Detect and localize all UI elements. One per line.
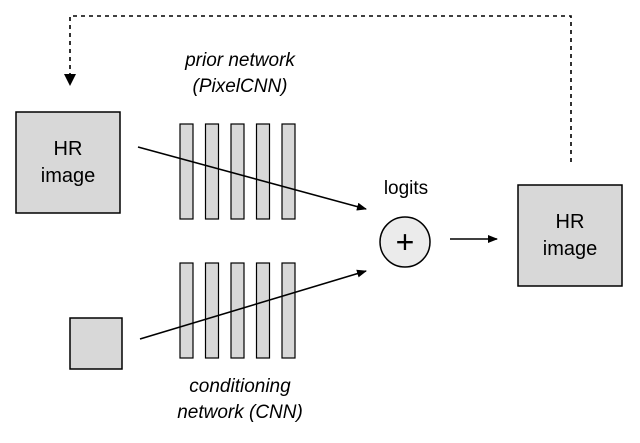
logits-label: logits [384,178,428,199]
input-hr-image-box [15,111,121,214]
feedback-loop-line [69,15,572,162]
prior-network-layer-2 [204,123,220,220]
prior-network-layer-1 [179,123,194,220]
output-hr-image-box [517,184,623,287]
prior-network-label-line2: (PixelCNN) [193,76,288,97]
conditioning-network-layers [179,262,296,359]
conditioning-network-layer-5 [281,262,296,359]
conditioning-network-layer-1 [179,262,194,359]
conditioning-network-label-line2: network (CNN) [177,402,303,423]
prior-network-layer-5 [281,123,296,220]
prior-network-layer-3 [230,123,245,220]
conditioning-network-layer-2 [204,262,220,359]
output-hr-image-line1: HR [556,211,585,233]
output-hr-image-line2: image [543,238,597,260]
conditioning-to-logits-arrow [139,269,367,340]
prior-network-layers [179,123,296,220]
plus-icon: + [396,224,415,260]
conditioning-network-layer-4 [255,262,271,359]
prior-to-logits-arrow [137,146,367,211]
input-hr-image-line1: HR [54,138,83,160]
input-hr-image-line2: image [41,165,95,187]
plus-circle [379,216,431,268]
feedback-loop-arrowhead [64,74,76,86]
conditioning-network-label-line1: conditioning [189,376,291,397]
low-res-image-box [69,317,123,370]
prior-network-label-line1: prior network [184,50,296,71]
conditioning-network-layer-3 [230,262,245,359]
prior-network-layer-4 [255,123,271,220]
